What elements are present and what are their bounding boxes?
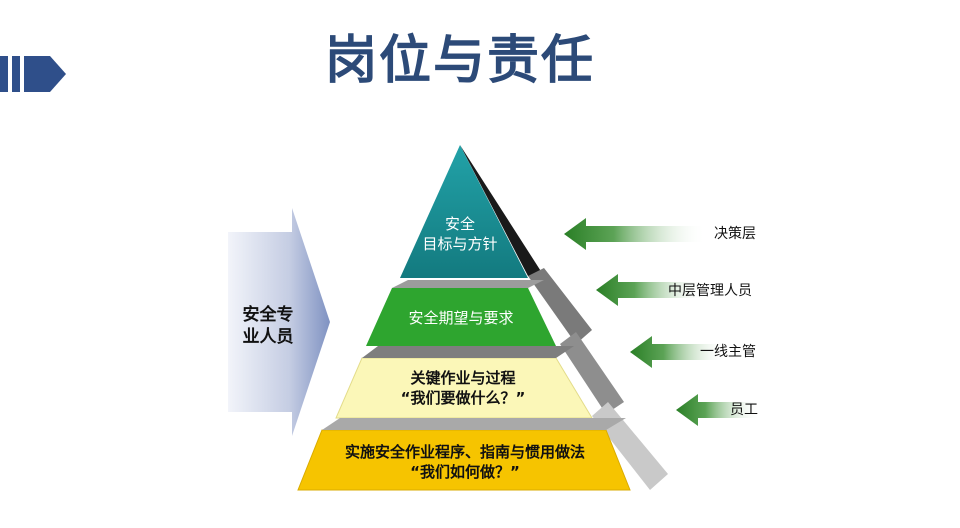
tier-4-label: 实施安全作业程序、指南与惯用做法 “我们如何做？” <box>310 442 620 482</box>
pyramid-tier-1 <box>400 145 528 278</box>
side-label-line2: 业人员 <box>242 327 294 347</box>
page-title: 岗位与责任 <box>324 31 595 91</box>
role-label-1: 决策层 <box>714 226 756 242</box>
pyramid-tier-3-top <box>362 346 574 358</box>
role-arrow-3 <box>630 336 726 368</box>
tier-2-label: 安全期望与要求 <box>376 308 546 328</box>
tier-1-line2: 目标与方针 <box>422 235 498 253</box>
role-label-3: 一线主管 <box>700 344 756 360</box>
role-arrow-2 <box>596 274 706 306</box>
tier-1-line1: 安全 <box>444 215 475 233</box>
header-chevron-icon <box>0 56 66 92</box>
tier-4-line1: 实施安全作业程序、指南与惯用做法 <box>344 443 585 461</box>
pyramid-tier-2 <box>366 288 556 346</box>
role-label-4: 员工 <box>730 402 758 418</box>
role-arrows <box>564 218 760 426</box>
side-arrow <box>228 208 330 436</box>
tier-4-line2: “我们如何做？” <box>410 463 520 481</box>
tier-3-label: 关键作业与过程 “我们要做什么？” <box>340 368 586 408</box>
tier-1-label: 安全 目标与方针 <box>400 214 520 254</box>
role-arrow-1 <box>564 218 706 250</box>
role-label-2: 中层管理人员 <box>668 283 752 299</box>
tier-2-line1: 安全期望与要求 <box>408 309 514 327</box>
pyramid-side-faces <box>460 145 668 490</box>
tier-3-line2: “我们要做什么？” <box>400 389 526 407</box>
tier-3-line1: 关键作业与过程 <box>410 369 516 387</box>
role-arrow-4 <box>676 394 760 426</box>
side-label: 安全专 业人员 <box>228 304 308 348</box>
side-label-line1: 安全专 <box>242 305 294 325</box>
pyramid-tier-4-top <box>322 418 626 430</box>
pyramid-tier-2-top <box>392 280 544 288</box>
